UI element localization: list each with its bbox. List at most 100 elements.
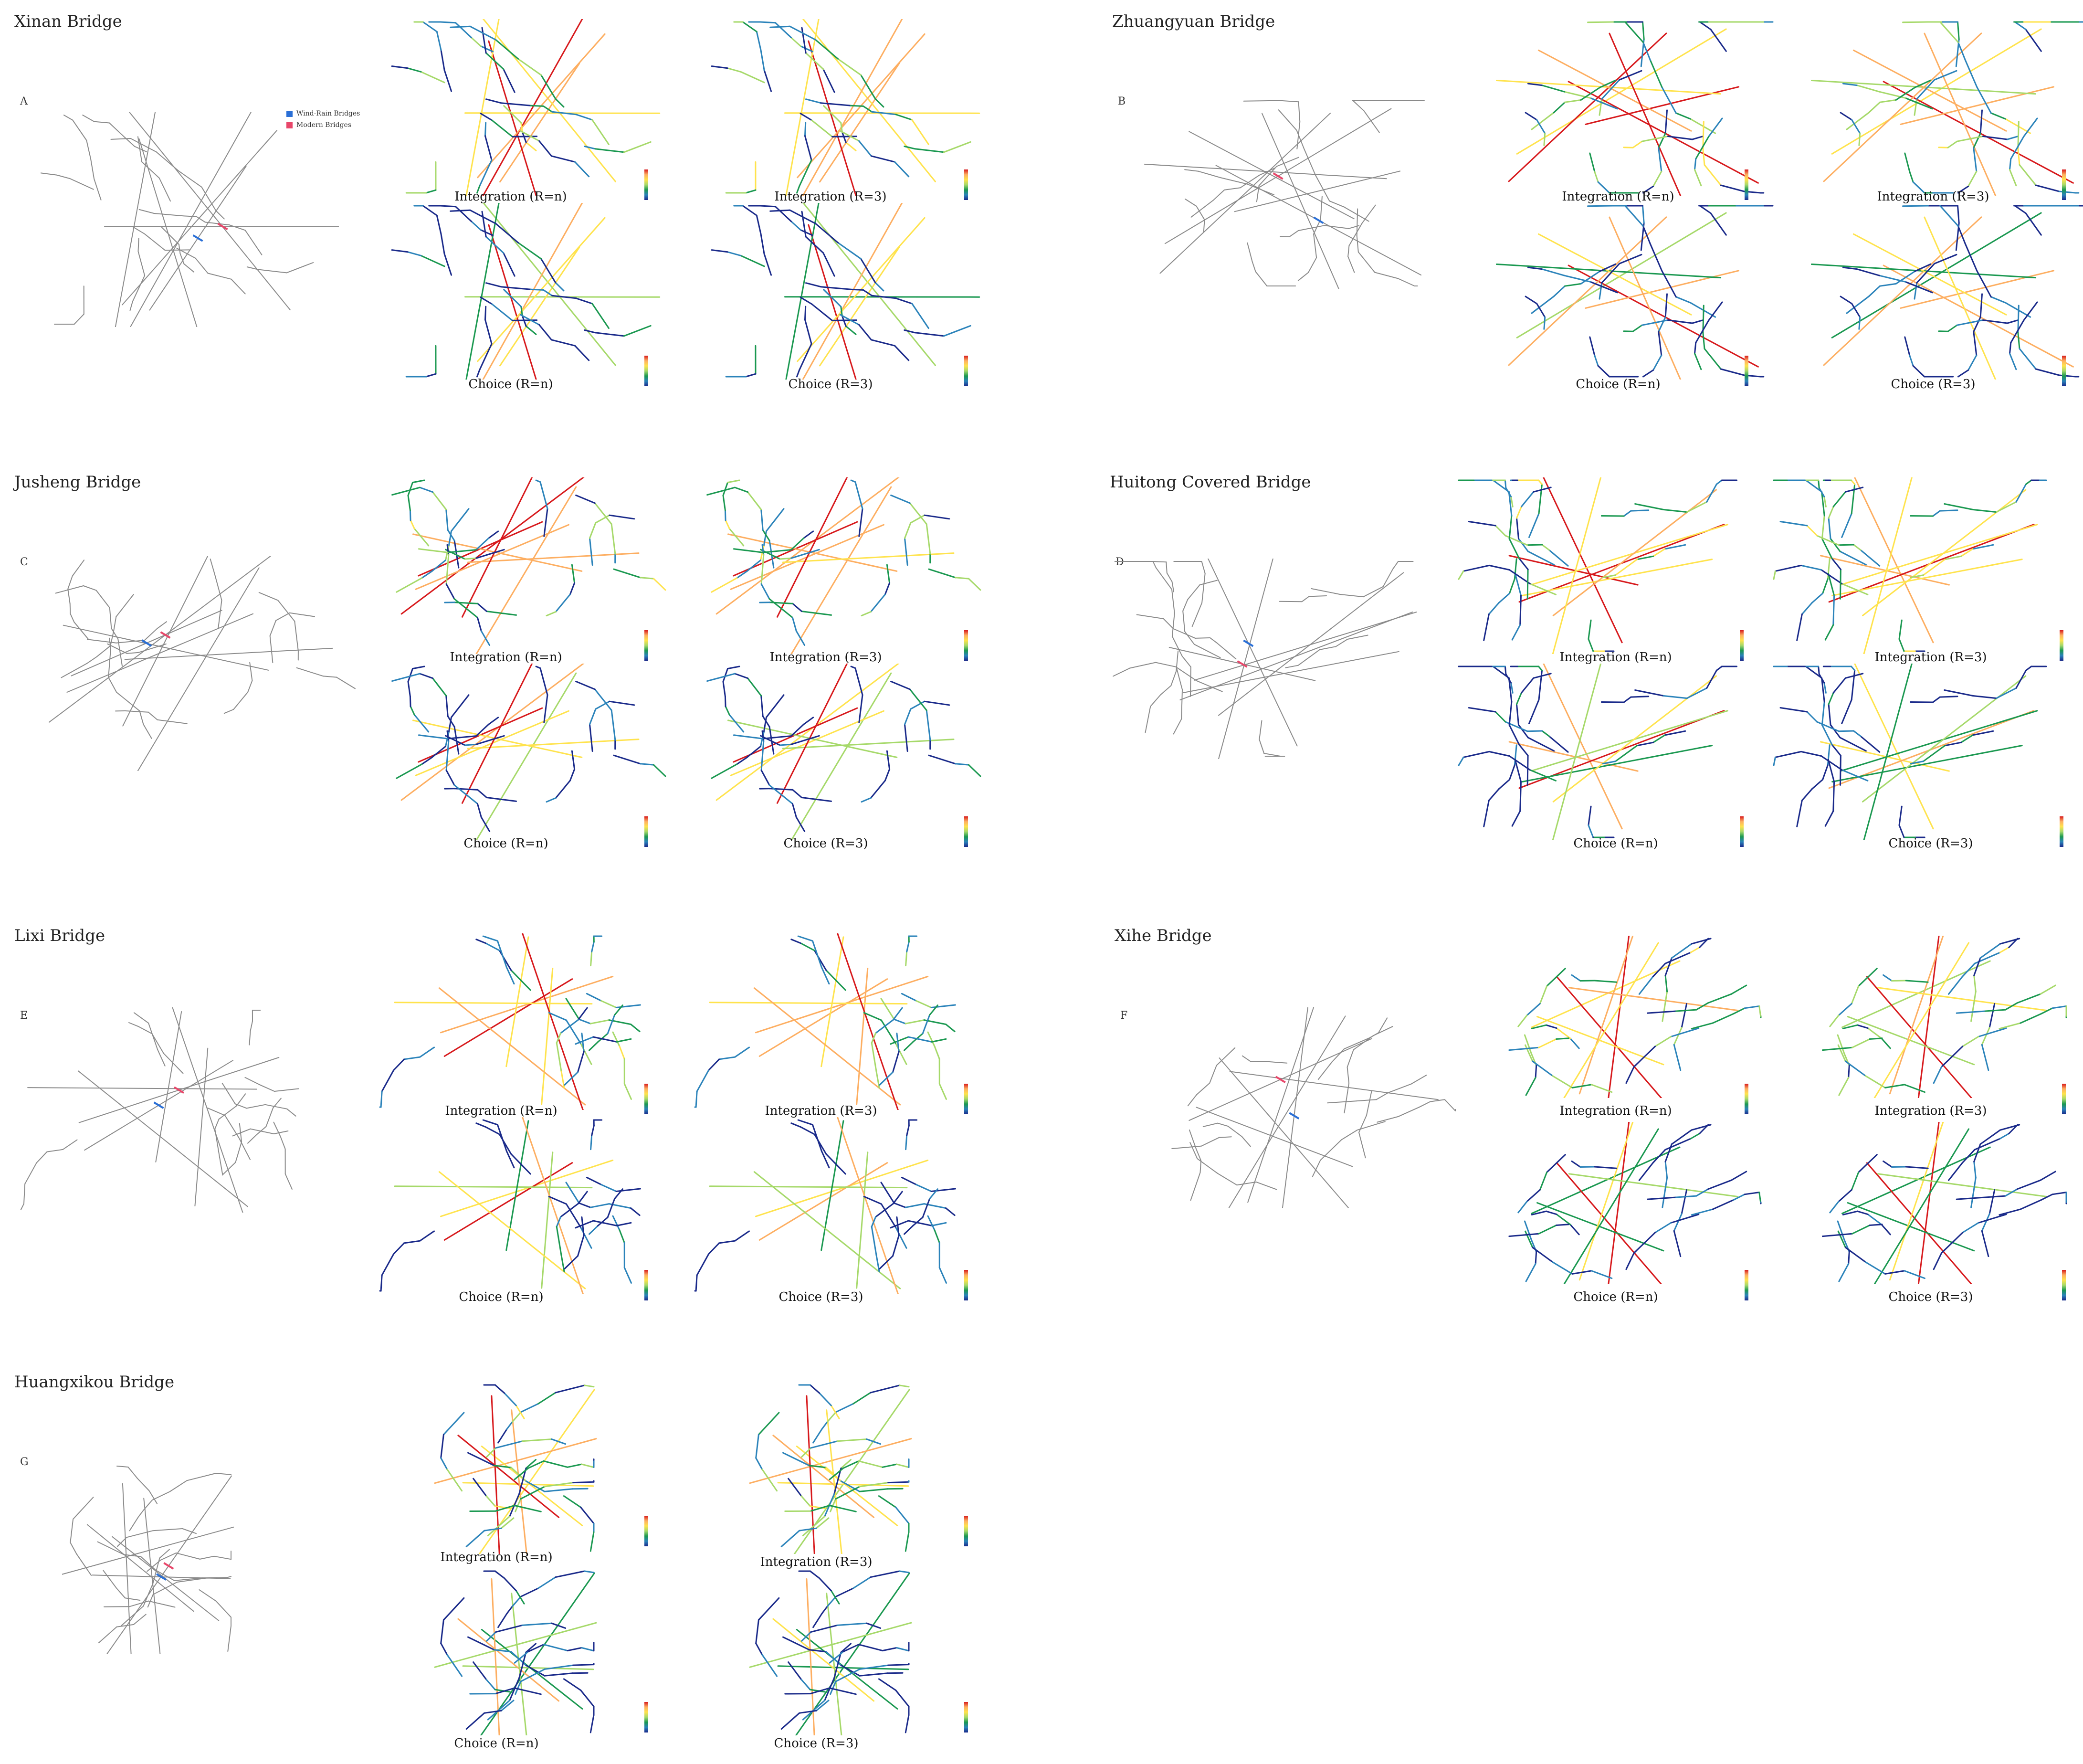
street-segment [98,1626,117,1644]
street-segment [1914,79,1932,88]
street-segment [1609,216,1682,380]
street-segment [506,1606,513,1615]
street-segment [594,688,612,711]
street-segment [810,1687,831,1695]
street-segment [1518,744,1529,757]
street-segment [1820,741,1950,772]
street-segment [821,1421,828,1430]
street-segment [540,258,557,284]
street-segment [795,1572,910,1735]
street-segment [615,1188,641,1192]
street-segment [2006,136,2019,140]
street-segment [858,694,863,723]
street-segment [485,282,502,288]
street-segment [728,528,745,547]
street-segment [1948,1162,1963,1181]
street-segment [1830,724,1841,739]
street-segment [1516,517,1519,539]
street-segment [836,933,899,1110]
street-segment [286,1108,296,1117]
street-segment [711,249,728,253]
street-segment [580,1506,595,1524]
street-segment [1532,1246,1554,1263]
street-segment [413,528,430,547]
street-segment [924,700,950,706]
street-segment [476,617,482,632]
street-segment [1638,1162,1654,1181]
street-segment [1259,167,1276,176]
street-segment [1508,569,1531,585]
street-segment [1686,501,1708,513]
street-segment [623,325,652,337]
street-segment [129,1516,139,1532]
street-segment [182,1528,197,1534]
street-segment [1708,117,1723,137]
street-segment [1715,665,1723,671]
street-segment [1152,561,1157,569]
street-segment [874,98,884,108]
street-segment [1634,503,1664,510]
street-segment [830,1680,837,1695]
street-segment [1571,1084,1592,1088]
street-segment [487,1515,511,1537]
street-segment [1866,976,1973,1098]
street-segment [323,676,337,678]
street-segment [1642,205,1645,224]
street-segment [479,343,493,371]
street-segment [1916,263,1936,284]
street-segment [1831,212,2042,338]
street-segment [591,303,610,329]
street-segment [515,1405,525,1419]
street-segment [504,1392,517,1406]
street-segment [1308,257,1317,273]
street-segment [1543,316,1546,330]
street-segment [451,508,470,532]
street-segment [782,739,955,750]
street-segment [1944,503,1974,510]
street-segment [619,1229,625,1244]
street-segment [1625,1252,1635,1270]
street-segment [755,1434,759,1459]
street-segment [1774,750,1802,758]
street-segment [556,1032,562,1044]
color-scale [1745,356,1748,386]
street-segment [1608,1122,1630,1284]
street-segment [630,1207,641,1216]
street-segment [1917,936,1940,1098]
street-segment [111,628,119,640]
street-segment [503,289,522,307]
street-segment [1189,131,1355,220]
street-segment [129,301,133,311]
street-segment [1444,1099,1456,1111]
street-segment [1647,1010,1677,1014]
street-segment [214,1119,220,1130]
street-segment [109,607,112,629]
street-segment [221,1162,236,1176]
street-segment [1957,21,1960,40]
street-segment [1392,561,1399,570]
street-segment [1694,342,1697,354]
street-segment [465,1530,485,1547]
street-segment [133,226,145,234]
street-segment [1347,245,1350,257]
integration-rn-map [1496,21,1774,196]
street-segment [1661,86,1677,114]
street-segment [1941,1046,1964,1067]
street-segment [1196,680,1223,692]
street-segment [904,1225,914,1235]
street-segment [1973,132,1981,149]
street-segment [446,1468,463,1492]
street-segment [595,700,610,710]
street-segment [2016,1179,2041,1190]
street-segment [799,343,812,371]
street-segment [1335,639,1348,647]
street-segment [1508,755,1531,771]
street-segment [1518,724,1529,739]
street-segment [871,1216,877,1227]
street-segment [910,514,926,524]
street-segment [137,1478,150,1491]
street-segment [232,1128,251,1137]
street-segment [861,797,872,803]
caption-integration-rn: Integration (R=n) [1559,650,1672,665]
street-segment [116,1587,126,1599]
